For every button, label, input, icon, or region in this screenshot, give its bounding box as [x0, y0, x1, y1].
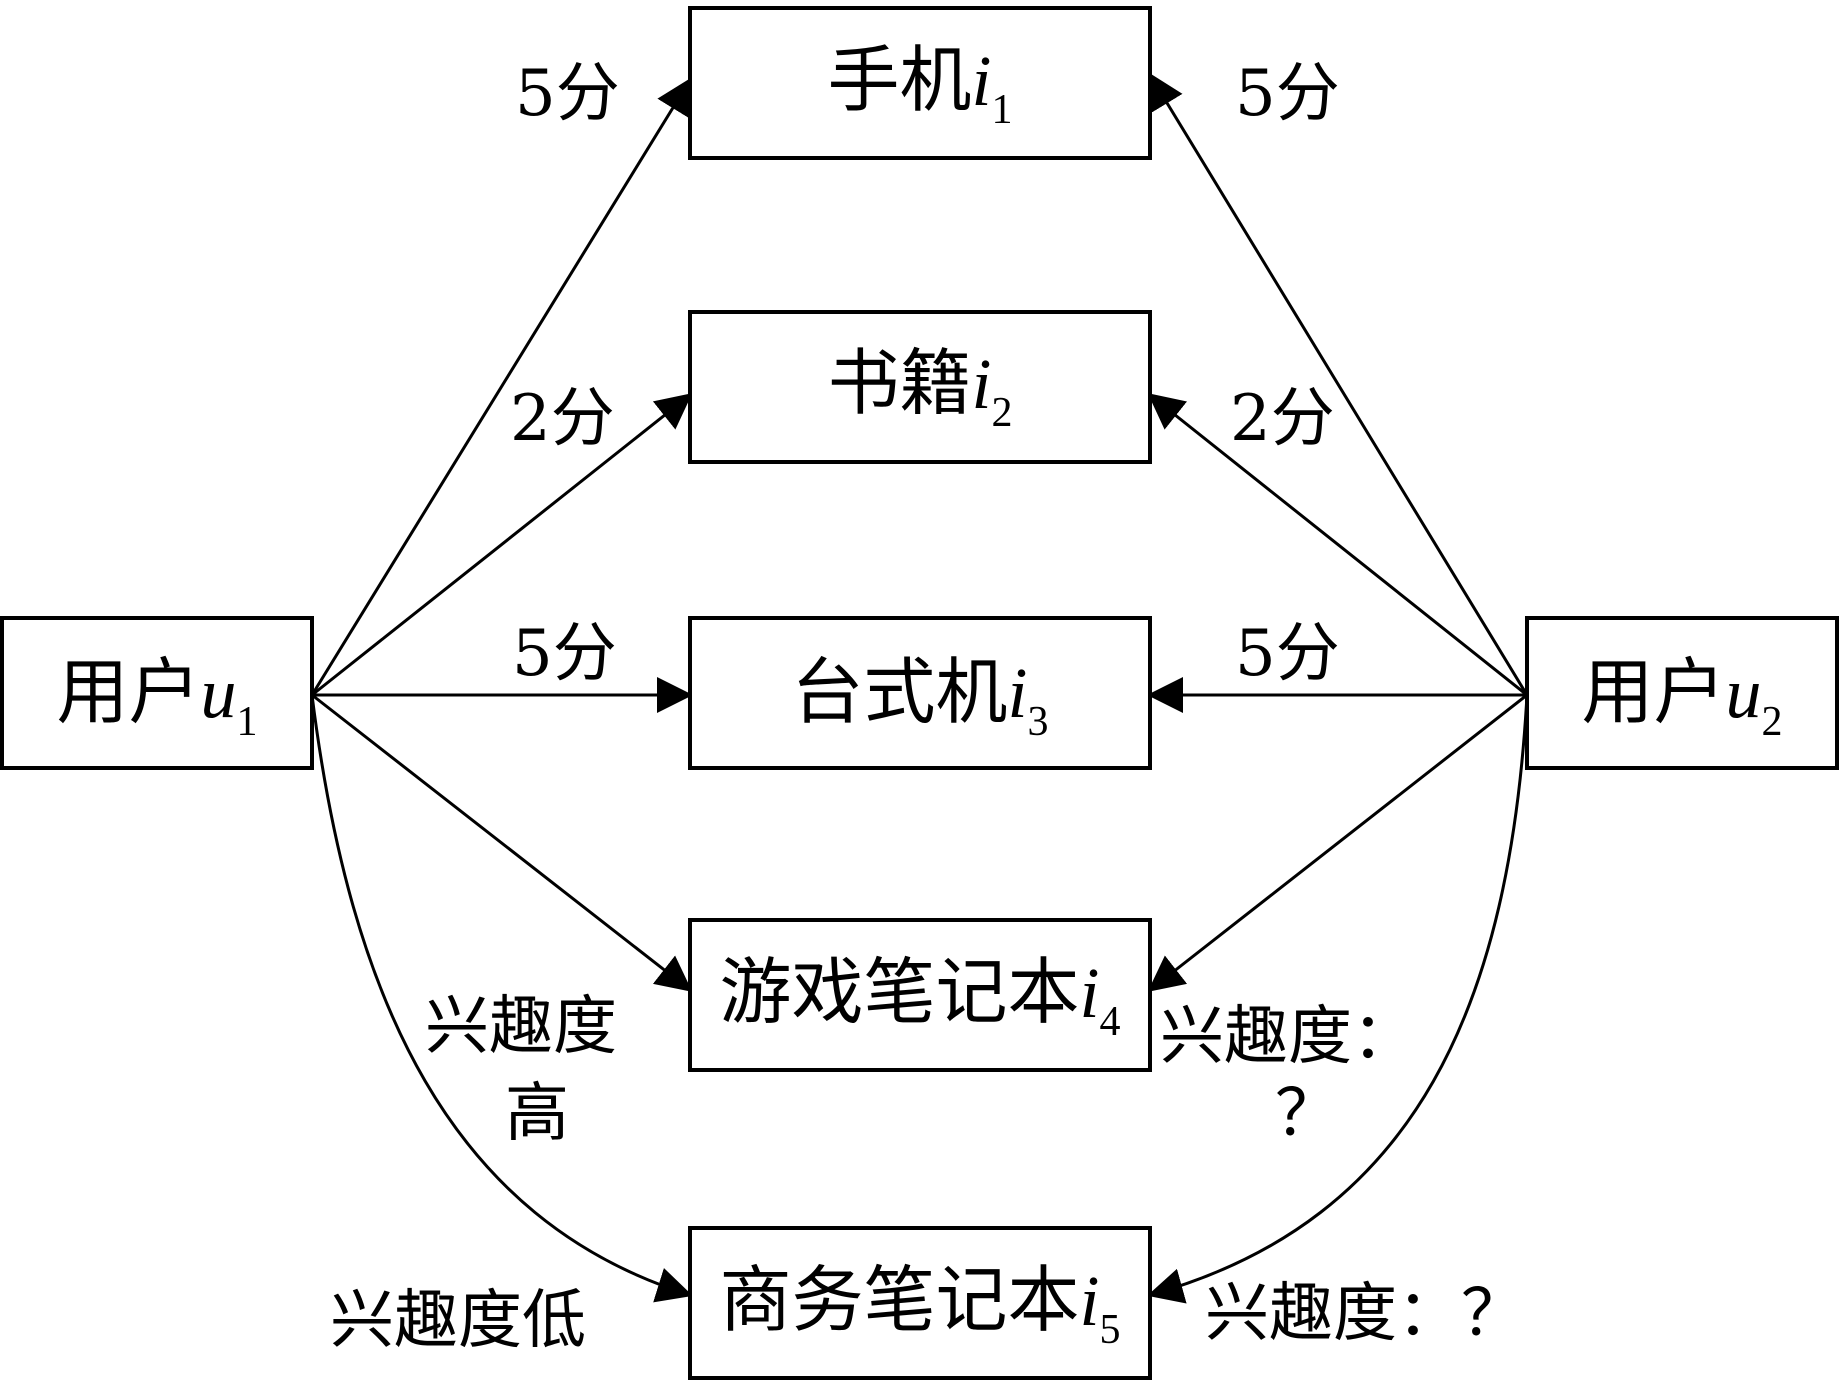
svg-text:用户u1: 用户u1: [56, 650, 257, 745]
edge-u2-i4: [1147, 693, 1528, 992]
label-u1-i5: 兴趣度低: [330, 1284, 586, 1358]
edge-u1-i1: [310, 77, 692, 696]
svg-text:台式机i3: 台式机i3: [791, 650, 1048, 745]
node-item-books: 书籍i2: [688, 310, 1152, 464]
node-user-u2: 用户u2: [1525, 616, 1839, 770]
edge-u2-i2: [1147, 393, 1528, 697]
label-u1-i3: 5分: [512, 617, 617, 691]
label-u1-i4-line1: 兴趣度: [425, 990, 617, 1064]
edge-u1-i5: [310, 694, 693, 1303]
label-u2-i5: 兴趣度：？: [1205, 1277, 1525, 1351]
node-item-desktop: 台式机i3: [688, 616, 1152, 770]
svg-text:书籍i2: 书籍i2: [827, 341, 1012, 436]
svg-text:商务笔记本i5: 商务笔记本i5: [719, 1258, 1120, 1353]
svg-text:用户u2: 用户u2: [1581, 650, 1782, 745]
edge-u2-i1: [1148, 72, 1529, 696]
node-user-u1: 用户u1: [0, 616, 314, 770]
label-u1-i4-line2: 高: [505, 1077, 569, 1151]
label-u2-i4-line1: 兴趣度：: [1160, 1000, 1416, 1074]
svg-text:游戏笔记本i4: 游戏笔记本i4: [719, 950, 1120, 1045]
label-u2-i1: 5分: [1235, 57, 1340, 131]
edge-u1-i4: [311, 693, 693, 992]
label-u2-i4-line2: ？: [1275, 1077, 1339, 1151]
label-u1-i1: 5分: [515, 57, 620, 131]
label-u1-i2: 2分: [510, 382, 615, 456]
edge-u1-i2: [311, 393, 693, 697]
node-item-business-laptop: 商务笔记本i5: [688, 1226, 1152, 1380]
label-u2-i2: 2分: [1230, 382, 1335, 456]
node-item-phone: 手机i1: [688, 6, 1152, 160]
edge-u2-i5: [1147, 694, 1529, 1304]
label-u2-i3: 5分: [1235, 617, 1340, 691]
svg-text:手机i1: 手机i1: [827, 38, 1012, 133]
node-item-gaming-laptop: 游戏笔记本i4: [688, 918, 1152, 1072]
